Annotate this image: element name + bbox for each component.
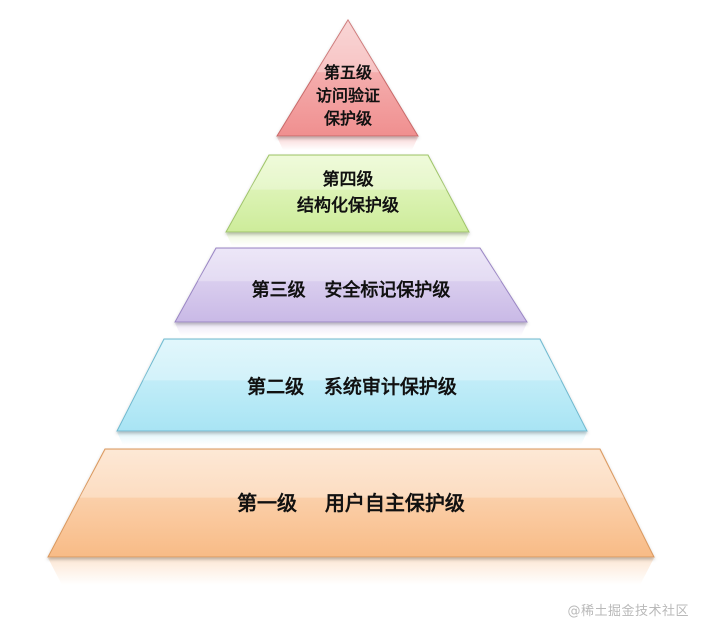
tier-2-label-line-1: 第二级 系统审计保护级	[247, 375, 457, 398]
pyramid-tier-3: 第三级 安全标记保护级	[174, 247, 528, 323]
tier-4-reflection	[226, 233, 469, 246]
tier-5-label-line-1: 第五级	[324, 63, 373, 82]
tier-4-label-line-1: 第四级	[323, 169, 374, 190]
tier-4-highlight	[249, 156, 447, 190]
tier-5-highlight	[316, 20, 380, 73]
tier-4-label-line-2: 结构化保护级	[297, 195, 399, 216]
pyramid-tier-2: 第二级 系统审计保护级	[116, 338, 588, 432]
tier-1-label-line-1: 第一级 用户自主保护级	[237, 491, 465, 515]
tier-1-shape	[47, 448, 655, 558]
watermark-text: @稀土掘金技术社区	[567, 604, 689, 619]
tier-2-reflection	[117, 432, 587, 445]
tier-3-reflection	[175, 323, 527, 336]
tier-3-highlight	[197, 249, 502, 282]
tier-4-shape	[225, 154, 470, 233]
tier-3-label-line-1: 第三级 安全标记保护级	[252, 279, 452, 301]
pyramid-tier-1: 第一级 用户自主保护级	[47, 448, 655, 558]
tier-5-reflection	[277, 137, 418, 150]
tier-2-highlight	[142, 340, 562, 381]
tier-1-reflection	[48, 558, 654, 585]
tier-3-shape	[174, 247, 528, 323]
tier-1-highlight	[79, 450, 625, 498]
tier-5-label-line-3: 保护级	[323, 109, 373, 128]
tier-5-label-line-2: 访问验证	[316, 86, 380, 105]
tier-5-shape	[276, 19, 419, 137]
tier-2-shape	[116, 338, 588, 432]
